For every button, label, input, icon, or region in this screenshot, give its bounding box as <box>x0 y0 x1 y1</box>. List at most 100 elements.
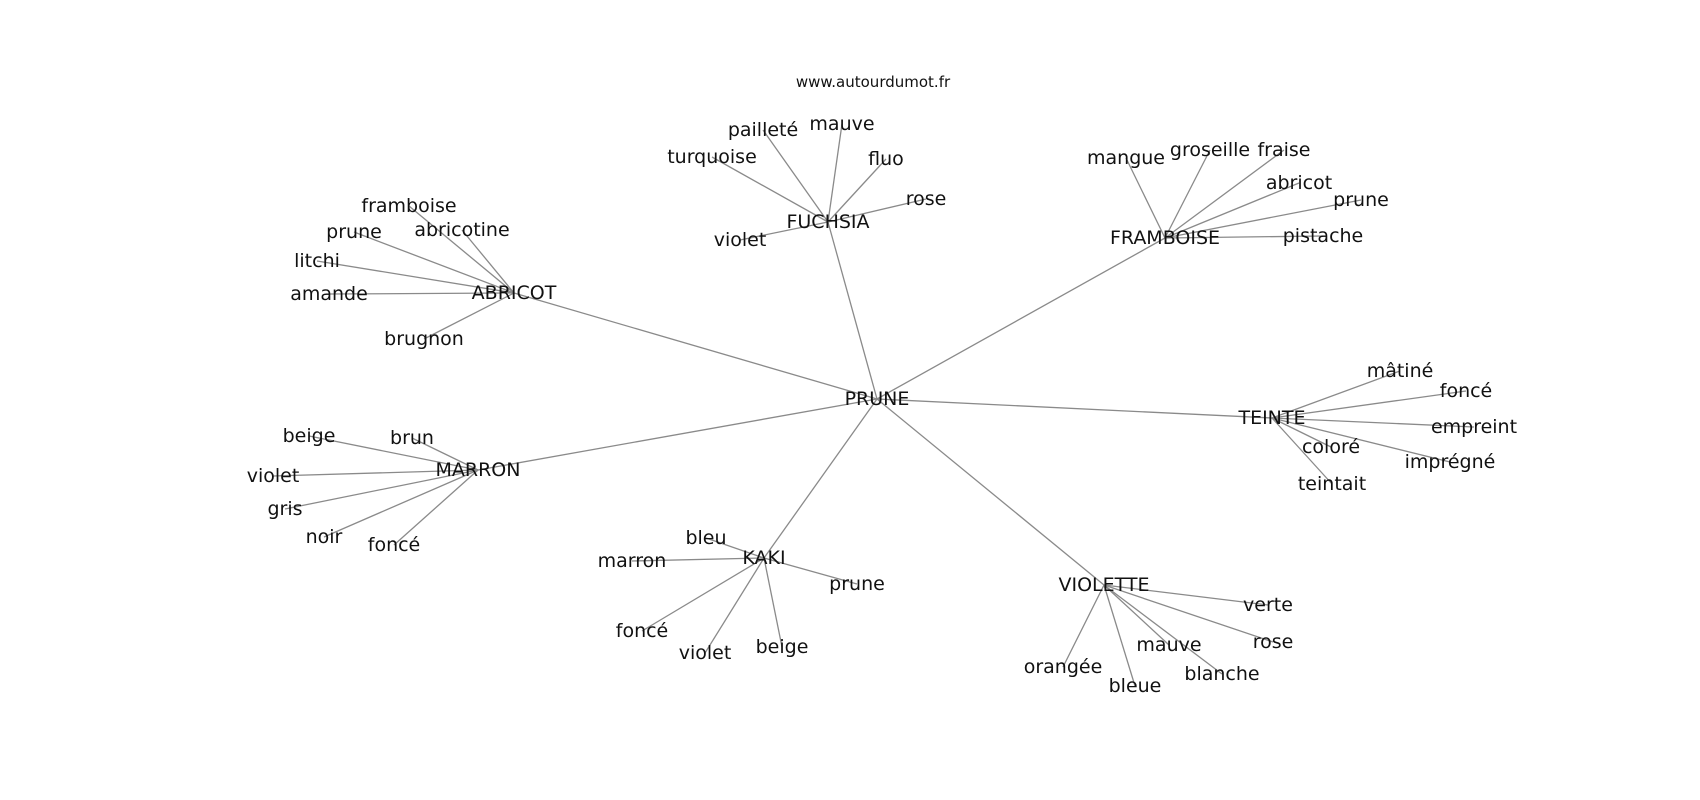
leaf-node[interactable]: bleu <box>685 527 726 549</box>
leaf-node[interactable]: brugnon <box>384 328 464 350</box>
leaf-node[interactable]: prune <box>326 221 382 243</box>
leaf-node[interactable]: orangée <box>1024 656 1103 678</box>
edge-hub-to-leaf <box>1164 149 1285 239</box>
leaf-node[interactable]: imprégné <box>1405 451 1496 473</box>
edge-hub-to-leaf <box>1125 157 1166 239</box>
edge-hub-to-leaf <box>1103 584 1223 675</box>
leaf-node[interactable]: foncé <box>616 620 669 642</box>
edge-hub-to-leaf <box>762 129 829 223</box>
leaf-node[interactable]: violet <box>679 642 732 664</box>
edge-hub-to-leaf <box>1103 584 1136 687</box>
edge-hub-to-leaf <box>631 557 765 562</box>
edge-center-to-hub <box>876 398 1105 586</box>
edge-hub-to-leaf <box>408 205 515 294</box>
leaf-node[interactable]: foncé <box>1440 380 1493 402</box>
edge-hub-to-leaf <box>423 292 515 340</box>
leaf-node[interactable]: fraise <box>1257 139 1310 161</box>
hub-node[interactable]: TEINTE <box>1237 407 1305 429</box>
edge-hub-to-leaf <box>711 156 829 223</box>
leaf-node[interactable]: groseille <box>1170 139 1250 161</box>
edge-hub-to-leaf <box>353 231 515 294</box>
edge-hub-to-leaf <box>393 469 479 546</box>
leaf-node[interactable]: mâtiné <box>1367 360 1434 382</box>
leaf-node[interactable]: fluo <box>868 148 904 170</box>
edge-hub-to-leaf <box>411 437 479 471</box>
leaf-node[interactable]: verte <box>1243 594 1293 616</box>
leaf-node[interactable]: foncé <box>368 534 421 556</box>
leaf-node[interactable]: gris <box>267 498 302 520</box>
edge-hub-to-leaf <box>739 221 829 241</box>
leaf-node[interactable]: mauve <box>809 113 874 135</box>
leaf-node[interactable]: blanche <box>1184 663 1259 685</box>
edge-hub-to-leaf <box>1164 199 1362 239</box>
edge-center-to-hub <box>763 398 878 559</box>
leaf-node[interactable]: prune <box>829 573 885 595</box>
hub-node[interactable]: VIOLETTE <box>1058 574 1149 596</box>
leaf-node[interactable]: marron <box>598 550 667 572</box>
hub-node[interactable]: KAKI <box>742 547 785 569</box>
edge-hub-to-leaf <box>827 158 887 223</box>
leaf-node[interactable]: bleue <box>1109 675 1162 697</box>
leaf-node[interactable]: violet <box>714 229 767 251</box>
edge-hub-to-leaf <box>1271 417 1475 428</box>
edge-hub-to-leaf <box>308 435 479 471</box>
leaf-node[interactable]: pistache <box>1283 225 1364 247</box>
leaf-node[interactable]: rose <box>1253 631 1294 653</box>
edge-hub-to-leaf <box>641 557 765 632</box>
site-url: www.autourdumot.fr <box>796 73 951 91</box>
edge-hub-to-leaf <box>1062 584 1105 668</box>
leaf-node[interactable]: pailleté <box>728 119 798 141</box>
edge-center-to-hub <box>827 221 878 400</box>
leaf-node[interactable]: beige <box>756 636 809 658</box>
edge-hub-to-leaf <box>316 260 515 294</box>
edge-hub-to-leaf <box>1103 584 1170 646</box>
hub-node[interactable]: FUCHSIA <box>786 211 869 233</box>
edge-center-to-hub <box>513 292 878 400</box>
edge-hub-to-leaf <box>1271 417 1333 485</box>
leaf-node[interactable]: rose <box>906 188 947 210</box>
leaf-node[interactable]: noir <box>306 526 343 548</box>
edge-hub-to-leaf <box>328 292 515 295</box>
hub-node[interactable]: FRAMBOISE <box>1110 227 1220 249</box>
edge-hub-to-leaf <box>461 229 515 294</box>
edge-hub-to-leaf <box>1164 182 1300 239</box>
leaf-node[interactable]: amande <box>290 283 368 305</box>
edge-hub-to-leaf <box>827 198 927 223</box>
edge-hub-to-leaf <box>1164 235 1324 239</box>
leaf-node[interactable]: teintait <box>1298 473 1366 495</box>
edge-hub-to-leaf <box>1103 584 1269 606</box>
leaf-node[interactable]: framboise <box>361 195 456 217</box>
edge-hub-to-leaf <box>272 469 479 477</box>
edge-hub-to-leaf <box>1271 370 1401 419</box>
edge-hub-to-leaf <box>1271 390 1467 419</box>
edge-hub-to-leaf <box>705 537 765 559</box>
center-node[interactable]: PRUNE <box>845 388 910 410</box>
leaf-node[interactable]: prune <box>1333 189 1389 211</box>
hub-node[interactable]: ABRICOT <box>472 282 557 304</box>
edge-hub-to-leaf <box>1164 149 1211 239</box>
leaf-node[interactable]: turquoise <box>667 146 757 168</box>
leaf-node[interactable]: violet <box>247 465 300 487</box>
edge-center-to-hub <box>876 237 1166 400</box>
leaf-node[interactable]: beige <box>283 425 336 447</box>
edge-hub-to-leaf <box>284 469 479 510</box>
hub-node[interactable]: MARRON <box>436 459 521 481</box>
edge-hub-to-leaf <box>704 557 765 654</box>
leaf-node[interactable]: coloré <box>1302 436 1360 458</box>
leaf-node[interactable]: abricot <box>1266 172 1332 194</box>
edge-hub-to-leaf <box>827 123 843 223</box>
leaf-node[interactable]: empreint <box>1431 416 1517 438</box>
leaf-node[interactable]: litchi <box>294 250 340 272</box>
leaf-node[interactable]: abricotine <box>414 219 509 241</box>
leaf-node[interactable]: mangue <box>1087 147 1165 169</box>
edge-hub-to-leaf <box>1271 417 1451 463</box>
leaf-node[interactable]: brun <box>390 427 434 449</box>
edge-hub-to-leaf <box>763 557 858 585</box>
edge-hub-to-leaf <box>1103 584 1274 643</box>
leaf-node[interactable]: mauve <box>1136 634 1201 656</box>
edge-hub-to-leaf <box>323 469 479 538</box>
edge-hub-to-leaf <box>763 557 783 648</box>
edge-center-to-hub <box>876 398 1273 419</box>
